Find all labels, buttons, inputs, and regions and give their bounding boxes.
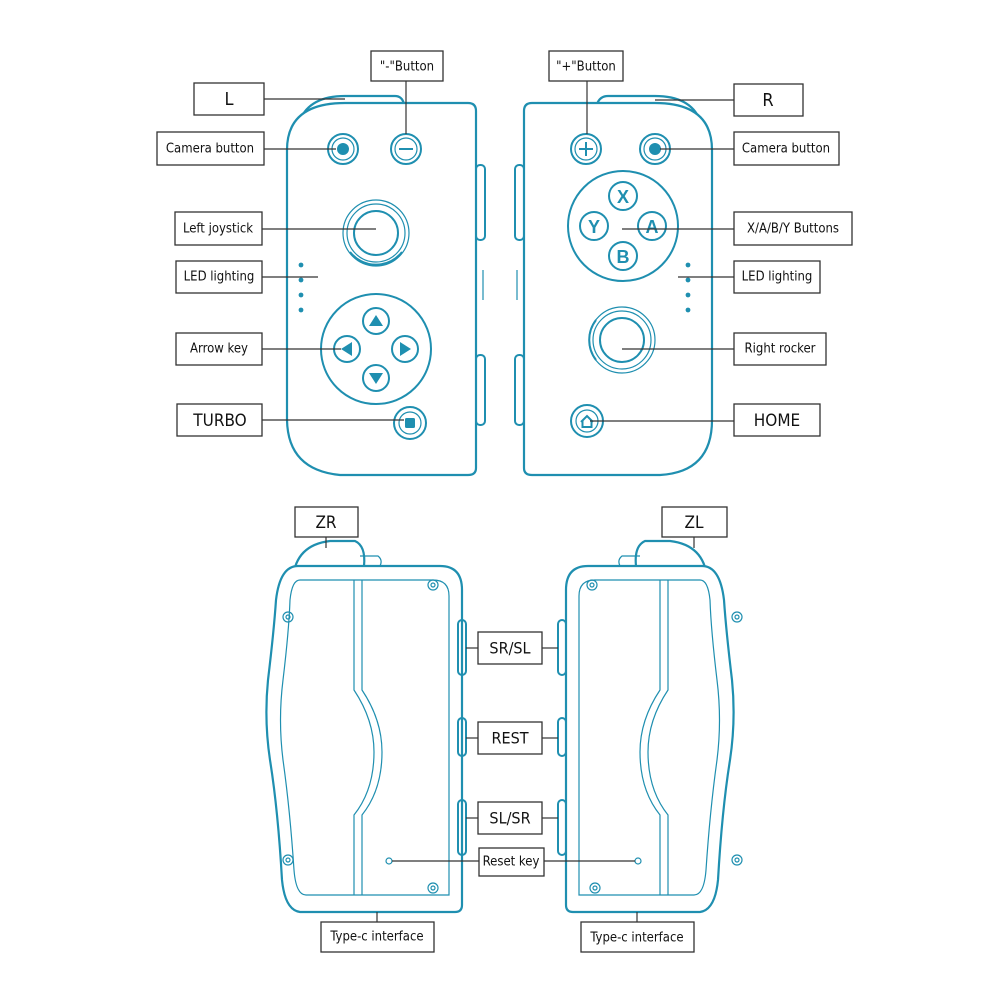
right-sr-sl-button[interactable] bbox=[557, 619, 567, 676]
back-right-body bbox=[564, 564, 735, 914]
right-rocker[interactable] bbox=[588, 306, 656, 374]
label-led-left: LED lighting bbox=[184, 270, 255, 285]
right-controller-body bbox=[522, 101, 714, 477]
label-sl-sr: SL/SR bbox=[489, 809, 530, 828]
label-xaby-buttons: X/A/B/Y Buttons bbox=[747, 222, 839, 237]
callout-zl: ZL bbox=[661, 506, 728, 538]
leader-lines bbox=[262, 81, 734, 922]
callout-type-c-right: Type-c interface bbox=[580, 921, 695, 953]
a-glyph: A bbox=[646, 217, 659, 237]
callout-plus-button: "+"Button bbox=[548, 50, 624, 82]
minus-button[interactable] bbox=[390, 133, 422, 165]
label-l: L bbox=[224, 89, 233, 110]
arrow-up-button[interactable] bbox=[362, 307, 390, 335]
arrow-up-icon bbox=[369, 315, 383, 326]
face-button-pad: X Y A B bbox=[567, 170, 679, 282]
label-type-c-right: Type-c interface bbox=[589, 931, 683, 946]
label-camera-button-right: Camera button bbox=[742, 142, 830, 157]
label-plus-button: "+"Button bbox=[556, 60, 616, 75]
plus-icon bbox=[579, 142, 593, 156]
arrow-down-icon bbox=[369, 373, 383, 384]
label-rest: REST bbox=[491, 729, 528, 748]
x-glyph: X bbox=[617, 187, 629, 207]
callout-sr-sl: SR/SL bbox=[477, 631, 543, 665]
callout-r: R bbox=[733, 83, 804, 117]
callout-right-rocker: Right rocker bbox=[733, 332, 827, 366]
label-turbo: TURBO bbox=[192, 411, 246, 431]
label-right-rocker: Right rocker bbox=[745, 342, 816, 357]
callout-zr: ZR bbox=[294, 506, 359, 538]
square-stop-icon bbox=[405, 418, 415, 428]
label-reset-key: Reset key bbox=[483, 855, 540, 870]
arrow-right-icon bbox=[400, 342, 411, 356]
callout-turbo: TURBO bbox=[176, 403, 263, 437]
left-controller-front bbox=[285, 94, 486, 477]
callout-led-right: LED lighting bbox=[733, 260, 821, 294]
label-r: R bbox=[762, 90, 773, 111]
callout-home: HOME bbox=[733, 403, 821, 437]
label-zl: ZL bbox=[685, 513, 704, 533]
arrow-left-icon bbox=[341, 342, 352, 356]
callout-l: L bbox=[193, 82, 265, 116]
back-right-controller bbox=[557, 539, 743, 914]
label-minus-button: "-"Button bbox=[380, 60, 434, 75]
label-arrow-key: Arrow key bbox=[190, 342, 248, 357]
left-sl-sr-button[interactable] bbox=[457, 799, 467, 856]
a-button[interactable]: A bbox=[637, 211, 667, 241]
label-home: HOME bbox=[754, 411, 800, 431]
camera-dot-icon bbox=[337, 143, 349, 155]
right-rail-top bbox=[514, 164, 525, 241]
label-type-c-left: Type-c interface bbox=[329, 930, 423, 945]
label-left-joystick: Left joystick bbox=[183, 222, 253, 237]
right-rail-bottom bbox=[514, 354, 525, 426]
y-glyph: Y bbox=[588, 217, 600, 237]
x-button[interactable]: X bbox=[608, 181, 638, 211]
callout-rest: REST bbox=[477, 721, 543, 755]
right-rest-button[interactable] bbox=[557, 717, 567, 757]
arrow-down-button[interactable] bbox=[362, 364, 390, 392]
back-left-controller bbox=[265, 539, 467, 914]
b-button[interactable]: B bbox=[608, 241, 638, 271]
callout-left-joystick: Left joystick bbox=[174, 211, 263, 246]
back-left-body bbox=[265, 564, 464, 914]
arrow-right-button[interactable] bbox=[391, 335, 419, 363]
b-glyph: B bbox=[617, 247, 630, 267]
plus-button[interactable] bbox=[570, 133, 602, 165]
left-rest-button[interactable] bbox=[457, 717, 467, 757]
left-controller-body bbox=[285, 101, 478, 477]
label-sr-sl: SR/SL bbox=[489, 639, 530, 658]
right-sl-sr-button[interactable] bbox=[557, 799, 567, 856]
label-camera-button-left: Camera button bbox=[166, 142, 254, 157]
left-rail-bottom bbox=[475, 354, 486, 426]
callout-camera-button-right: Camera button bbox=[733, 131, 840, 166]
left-rail-top bbox=[475, 164, 486, 241]
callout-type-c-left: Type-c interface bbox=[320, 921, 435, 953]
turbo-button[interactable] bbox=[393, 406, 427, 440]
callout-led-left: LED lighting bbox=[175, 260, 263, 294]
callout-camera-button-left: Camera button bbox=[156, 131, 265, 166]
label-zr: ZR bbox=[315, 513, 336, 533]
left-joystick[interactable] bbox=[342, 199, 410, 267]
callout-xaby-buttons: X/A/B/Y Buttons bbox=[733, 211, 853, 246]
callout-sl-sr: SL/SR bbox=[477, 801, 543, 835]
right-led-lighting bbox=[685, 262, 691, 313]
callout-minus-button: "-"Button bbox=[370, 50, 444, 82]
left-led-lighting bbox=[298, 262, 304, 313]
right-controller-front: X Y A B bbox=[514, 94, 714, 477]
callout-arrow-key: Arrow key bbox=[175, 332, 263, 366]
y-button[interactable]: Y bbox=[579, 211, 609, 241]
home-icon bbox=[580, 414, 594, 428]
camera-dot-icon bbox=[649, 143, 661, 155]
callout-reset-key: Reset key bbox=[478, 847, 545, 877]
label-led-right: LED lighting bbox=[742, 270, 813, 285]
